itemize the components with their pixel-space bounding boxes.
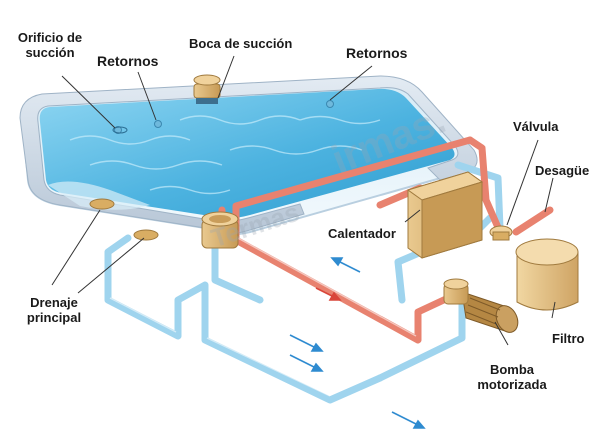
suction-outlet-icon [112, 126, 128, 134]
label-retornos-right: Retornos [346, 45, 408, 61]
skimmer-icon [193, 74, 221, 104]
flow-arrows [289, 257, 426, 429]
skimmer-box [201, 211, 239, 249]
flow-arrow-icon [315, 287, 342, 301]
valve-icon [489, 225, 513, 241]
callout-lines [51, 55, 556, 346]
label-retornos-left: Retornos [97, 53, 159, 69]
flow-arrow-icon [289, 257, 426, 429]
pump-icon [443, 278, 519, 333]
pool-steps [48, 181, 150, 210]
pipe-highlights [109, 236, 417, 397]
pool [19, 75, 478, 236]
label-filtro: Filtro [552, 331, 585, 346]
label-bomba-motorizada: Bomba motorizada [477, 362, 547, 393]
label-calentador: Calentador [328, 226, 396, 241]
label-drenaje-principal: Drenaje principal [26, 295, 82, 326]
pool-water [39, 88, 455, 219]
label-orificio-succion: Orificio de succión [17, 30, 83, 61]
filter-icon [515, 238, 579, 311]
label-boca-succion: Boca de succión [189, 36, 293, 51]
main-drain-icon [89, 198, 159, 241]
water-ripples [69, 115, 381, 195]
label-valvula: Válvula [513, 119, 559, 134]
label-desague: Desagüe [535, 163, 590, 178]
return-jet-icon [114, 100, 334, 134]
heater-icon [406, 171, 484, 259]
